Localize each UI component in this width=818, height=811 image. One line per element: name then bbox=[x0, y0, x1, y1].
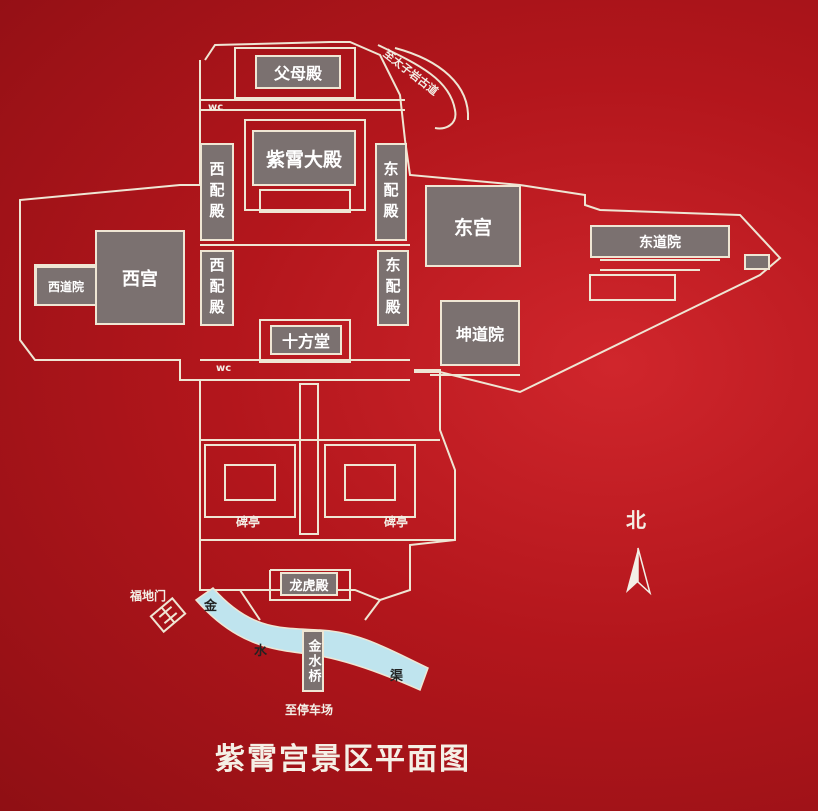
building-xigong[interactable]: 西宫 bbox=[95, 230, 185, 325]
map-title: 紫霄宫景区平面图 bbox=[215, 742, 471, 777]
building-fumu[interactable]: 父母殿 bbox=[255, 55, 341, 89]
building-jinshuiqiao[interactable]: 金水桥 bbox=[302, 630, 324, 692]
wc-lower: wc bbox=[216, 363, 232, 374]
beiting-right-label: 碑亭 bbox=[384, 515, 409, 529]
river-char-2: 水 bbox=[254, 644, 268, 659]
compass-north-label: 北 bbox=[626, 508, 646, 532]
building-dongpei-lower[interactable]: 东配殿 bbox=[377, 250, 409, 326]
building-donggong[interactable]: 东宫 bbox=[425, 185, 521, 267]
building-xipei-lower[interactable]: 西配殿 bbox=[200, 250, 234, 326]
building-longhu[interactable]: 龙虎殿 bbox=[280, 572, 338, 596]
building-xipei-upper[interactable]: 西配殿 bbox=[200, 143, 234, 241]
building-dongdaoyuan[interactable]: 东道院 bbox=[590, 225, 730, 258]
north-arrow-icon bbox=[626, 547, 652, 596]
building-xidaoyuan[interactable]: 西道院 bbox=[35, 266, 97, 306]
wc-upper: wc bbox=[208, 102, 224, 113]
compound-wall bbox=[19, 41, 782, 602]
beiting-left-label: 碑亭 bbox=[236, 515, 261, 529]
fudimen-label: 福地门 bbox=[130, 589, 167, 603]
river-char-1: 金 bbox=[204, 599, 218, 614]
building-kundaoyuan[interactable]: 坤道院 bbox=[440, 300, 520, 366]
river-char-3: 渠 bbox=[390, 669, 404, 684]
fudimen-gate-icon bbox=[149, 596, 187, 634]
building-zixiao[interactable]: 紫霄大殿 bbox=[252, 130, 356, 186]
parking-label: 至停车场 bbox=[285, 703, 334, 717]
building-dongpei-upper[interactable]: 东配殿 bbox=[375, 143, 407, 241]
building-shifangtang[interactable]: 十方堂 bbox=[270, 325, 342, 355]
